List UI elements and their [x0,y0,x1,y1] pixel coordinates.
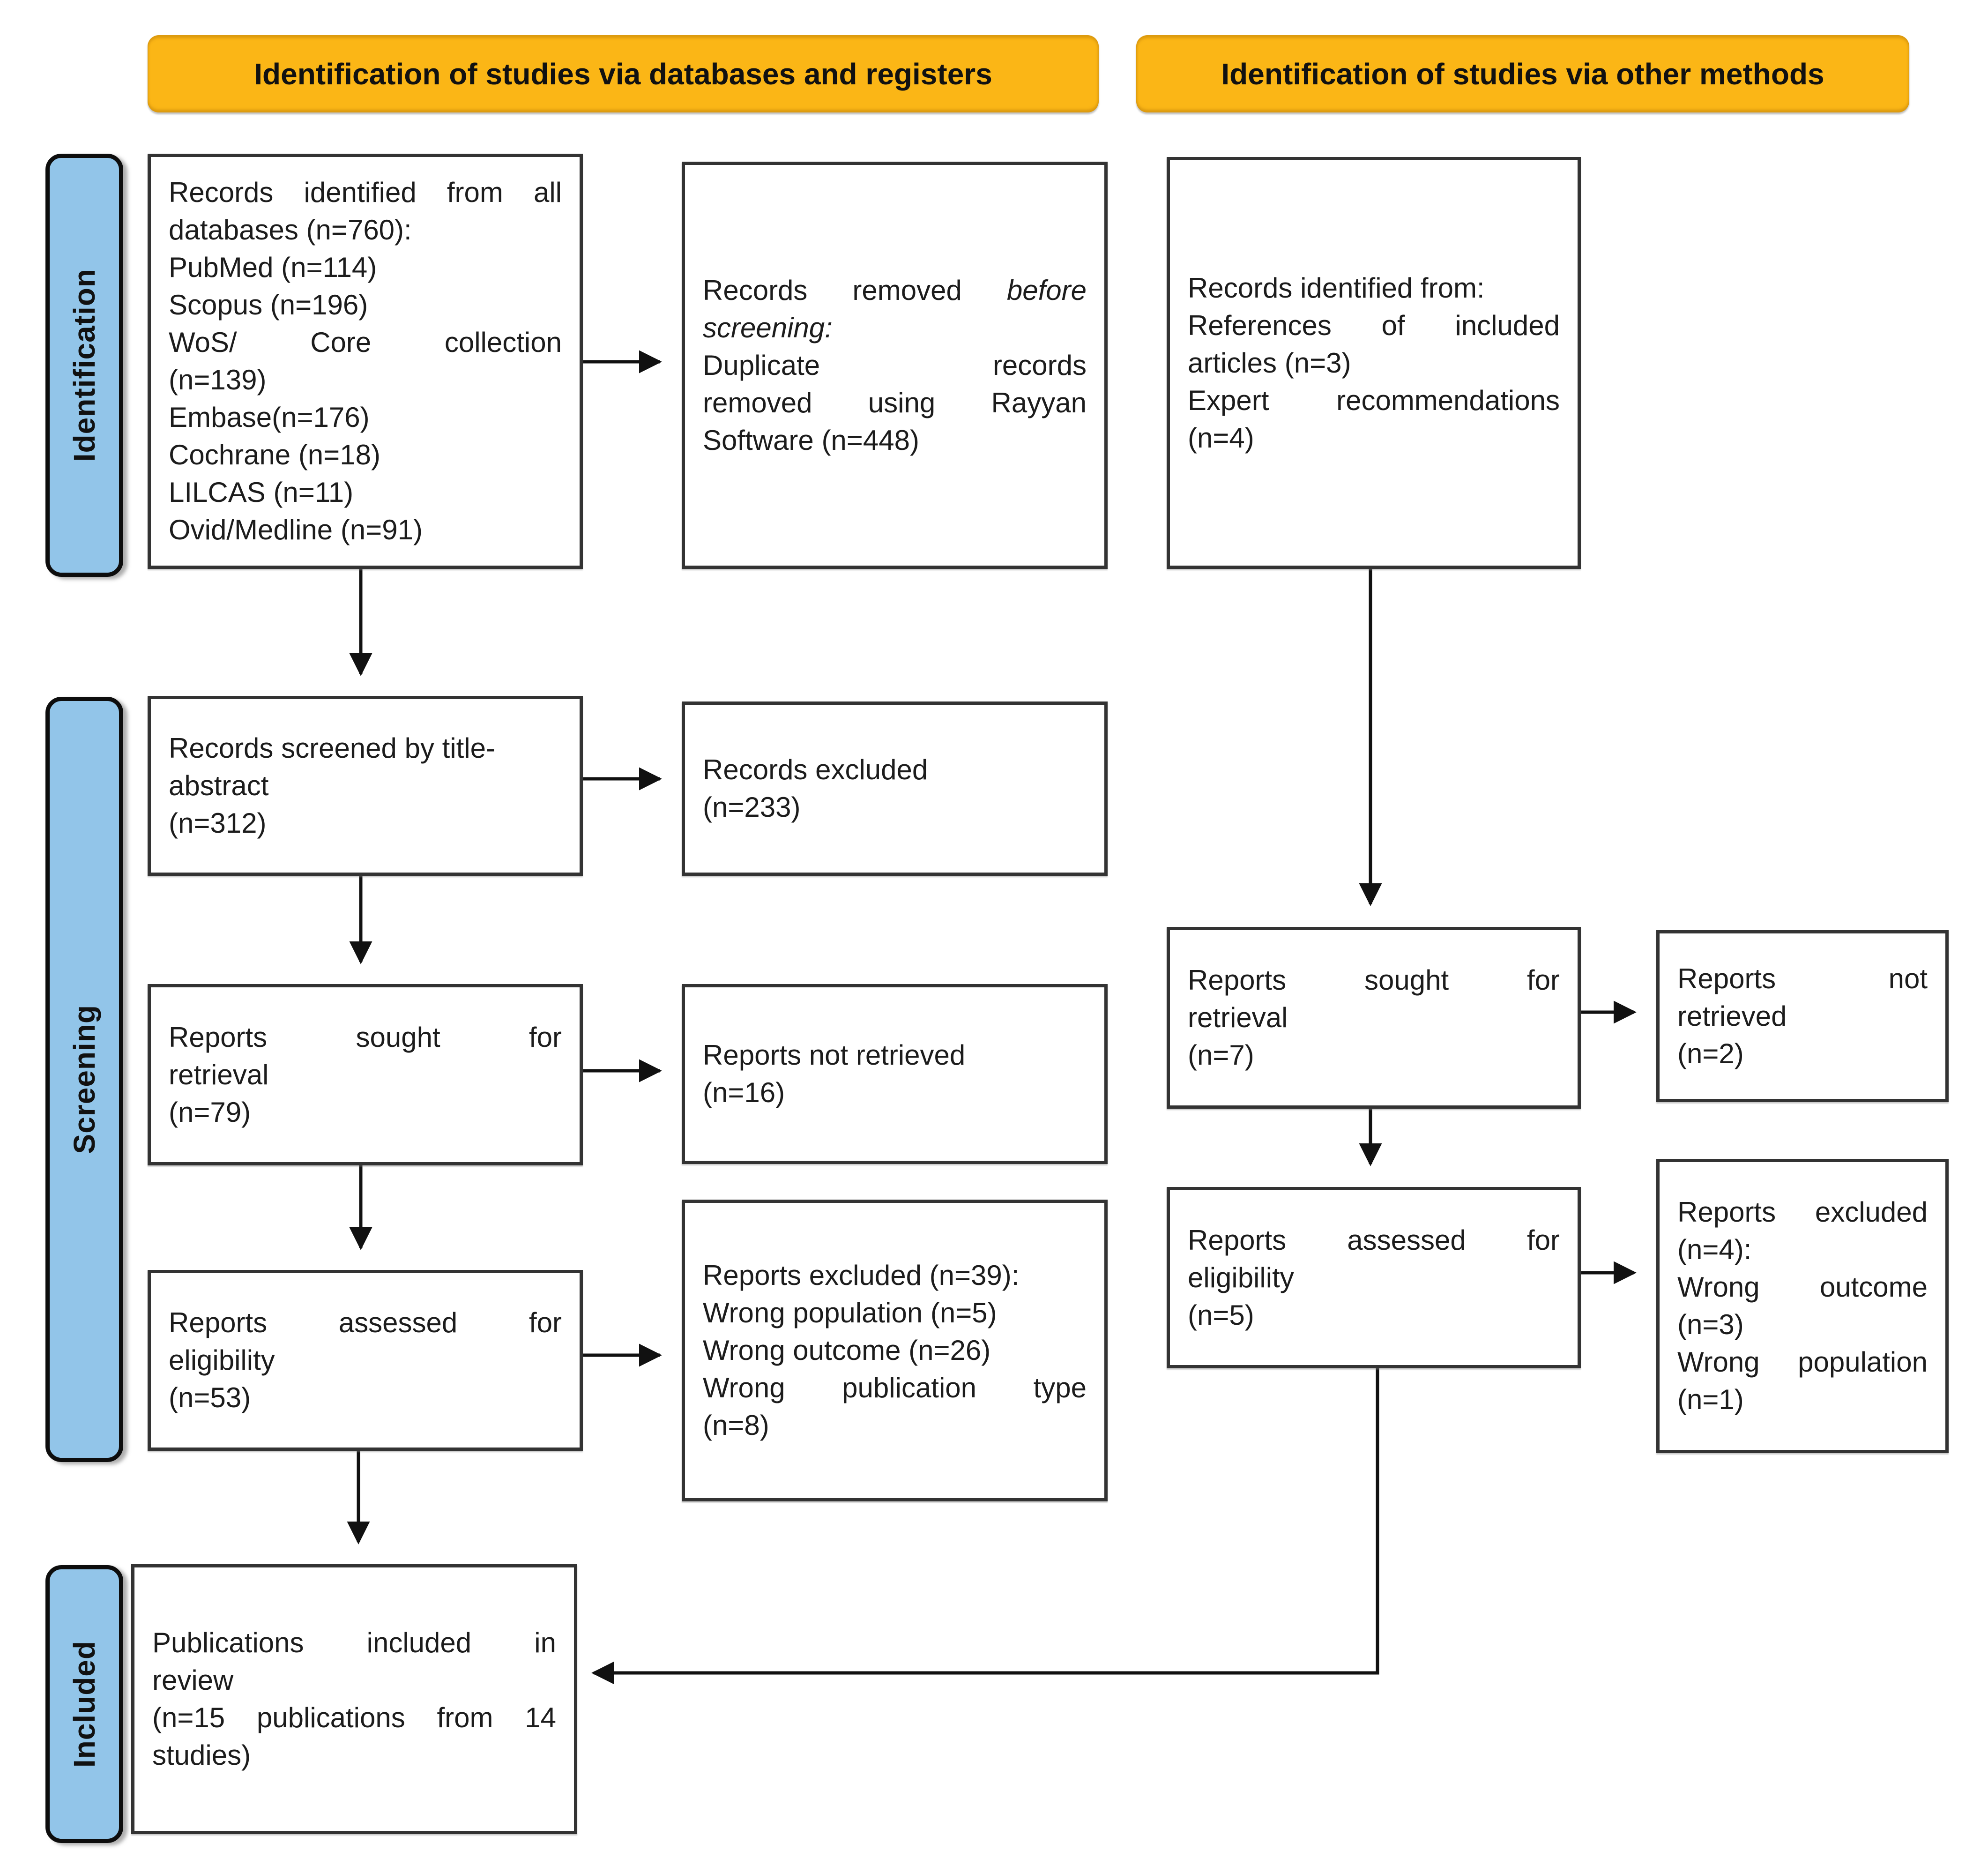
box-records-screened-text: Records screened by title-abstract(n=312… [169,732,495,839]
box-records-screened: Records screened by title-abstract(n=312… [148,696,583,876]
header-databases-registers: Identification of studies via databases … [148,35,1099,112]
box-records-excluded: Records excluded(n=233) [682,701,1108,876]
box-records-identified-other-text: Records identified from:References of in… [1188,272,1560,454]
box-reports-excluded-databases-text: Reports excluded (n=39):Wrong population… [703,1260,1087,1441]
box-records-excluded-text: Records excluded(n=233) [703,754,928,823]
box-reports-not-retrieved-databases: Reports not retrieved(n=16) [682,984,1108,1164]
box-reports-excluded-other-text: Reports excluded(n=4):Wrong outcome(n=3)… [1677,1196,1928,1415]
stage-identification: Identification [45,154,123,577]
stage-identification-label: Identification [67,269,101,462]
box-records-identified-other: Records identified from:References of in… [1167,157,1581,569]
stage-screening: Screening [45,697,123,1462]
box-reports-not-retrieved-databases-text: Reports not retrieved(n=16) [703,1039,966,1108]
stage-screening-label: Screening [67,1005,101,1154]
box-reports-excluded-databases: Reports excluded (n=39):Wrong population… [682,1200,1108,1501]
arrow-other-assessed-to-included [591,1363,1379,1685]
box-reports-excluded-other: Reports excluded(n=4):Wrong outcome(n=3)… [1656,1159,1949,1453]
stage-included: Included [45,1565,123,1843]
stage-included-label: Included [67,1640,101,1768]
header-other-methods: Identification of studies via other meth… [1136,35,1909,112]
